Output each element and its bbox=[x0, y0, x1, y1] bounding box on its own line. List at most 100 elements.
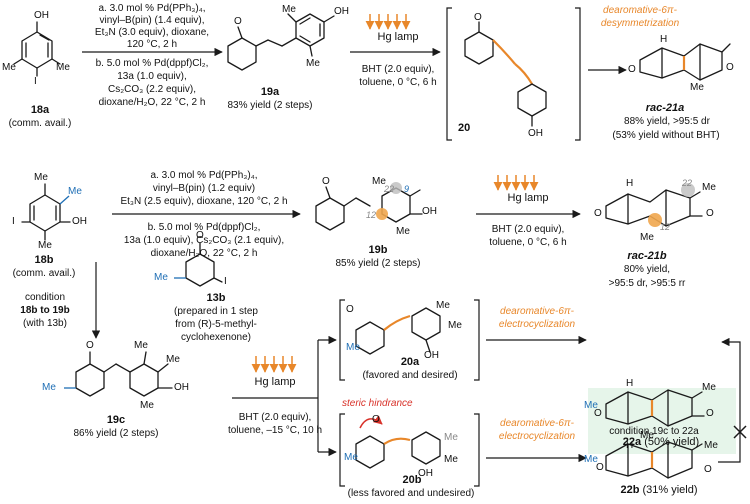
cond-a-line1: a. 3.0 mol % Pd(PPh₃)₄, bbox=[98, 3, 206, 14]
yield-22b: (31% yield) bbox=[642, 484, 698, 496]
o-label-19c: O bbox=[86, 340, 94, 351]
yield-19b: 85% yield (2 steps) bbox=[335, 258, 421, 269]
note-18b: (comm. avail.) bbox=[12, 268, 76, 279]
label-19a: 19a bbox=[260, 86, 280, 98]
num-12-19b: 12 bbox=[366, 210, 377, 220]
h-label-22a: H bbox=[626, 378, 634, 389]
label-19c: 19c bbox=[106, 414, 126, 426]
me-label-22b-blue: Me bbox=[584, 454, 598, 465]
hg-lamp-3: Hg lamp bbox=[254, 376, 296, 388]
oh-label-18b: OH bbox=[72, 216, 87, 227]
i-label-18a: I bbox=[34, 76, 37, 87]
me-label-18b-bottom: Me bbox=[38, 240, 52, 251]
dearomative-note-1-line2: desymmetrization bbox=[600, 18, 680, 29]
yield-21b-line2: >95:5 dr, >95:5 rr bbox=[608, 278, 686, 289]
me-label-19c-bottom: Me bbox=[140, 400, 154, 411]
cond2-a-line2: vinyl–B(pin) (1.2 equiv) bbox=[152, 183, 256, 194]
hg-lamp-1: Hg lamp bbox=[377, 31, 419, 43]
yield-22a: (50% yield) bbox=[644, 436, 700, 448]
me-label-21b-bottom: Me bbox=[640, 232, 654, 243]
yield-19a: 83% yield (2 steps) bbox=[227, 100, 313, 111]
me-label-19c-top1: Me bbox=[134, 340, 148, 351]
h-label-21a: H bbox=[660, 34, 668, 45]
label-21a: rac-21a bbox=[645, 102, 685, 114]
me-label-18a-right: Me bbox=[56, 62, 70, 73]
cond-b-line3: Cs₂CO₃ (2.2 equiv), bbox=[108, 84, 196, 95]
lamp-arrows-2 bbox=[493, 175, 539, 191]
electro-note-b-line1: dearomative-6π- bbox=[500, 418, 574, 429]
electro-note-a-line1: dearomative-6π- bbox=[500, 306, 574, 317]
lamp-cond-3-line2: toluene, –15 °C, 10 h bbox=[227, 425, 323, 436]
note-18a: (comm. avail.) bbox=[8, 118, 72, 129]
cond-a-line2: vinyl–B(pin) (1.4 equiv), bbox=[99, 15, 205, 26]
lamp-cond-2-line2: toluene, 0 °C, 6 h bbox=[489, 237, 567, 248]
me-label-22b-right: Me bbox=[704, 440, 718, 451]
lamp-cond-3-line1: BHT (2.0 equiv), bbox=[238, 412, 312, 423]
label-20a: 20a bbox=[400, 356, 420, 368]
structure-18a bbox=[13, 21, 61, 77]
highlight-box-22a bbox=[588, 388, 736, 454]
steric-hindrance-label: steric hindrance bbox=[342, 398, 413, 409]
num-9-19b: 9 bbox=[404, 184, 410, 194]
me-label-20b-blue: Me bbox=[344, 452, 358, 463]
o-label-21b-left: O bbox=[594, 208, 602, 219]
me-label-19c-blue: Me bbox=[42, 382, 56, 393]
o-label-21b-right: O bbox=[706, 208, 714, 219]
me-label-20a-1: Me bbox=[436, 300, 450, 311]
cond3-line2: 18b to 19b bbox=[20, 305, 70, 316]
oh-label-19b: OH bbox=[422, 206, 437, 217]
o-label-22b-right: O bbox=[704, 464, 712, 475]
i-label-13b: I bbox=[224, 276, 227, 287]
o-label-20a: O bbox=[346, 304, 354, 315]
cond2-b-line1: b. 5.0 mol % Pd(dppf)Cl₂, bbox=[147, 222, 261, 233]
bracket-20a bbox=[339, 299, 480, 381]
me-label-18a-left: Me bbox=[2, 62, 16, 73]
label-22b-wrap: 22b (31% yield) bbox=[604, 484, 714, 497]
o-label-20b: O bbox=[372, 414, 380, 425]
structure-19b bbox=[315, 182, 423, 231]
structure-21a bbox=[639, 43, 731, 81]
structure-21b bbox=[605, 183, 703, 227]
me-label-19a-bottom: Me bbox=[306, 58, 320, 69]
cond3-line1: condition bbox=[24, 292, 66, 303]
lamp-cond-2-line1: BHT (2.0 equiv), bbox=[491, 224, 565, 235]
lamp-arrows-3 bbox=[251, 356, 297, 373]
label-22a: 22a bbox=[622, 436, 642, 448]
structure-19c bbox=[64, 351, 173, 397]
note-13b-line3: cyclohexenone) bbox=[180, 332, 252, 343]
cond2-a-line1: a. 3.0 mol % Pd(PPh₃)₄, bbox=[150, 170, 258, 181]
o-label-19b: O bbox=[322, 176, 330, 187]
structure-13b bbox=[174, 242, 223, 287]
note-20a: (favored and desired) bbox=[362, 370, 458, 381]
structure-18b bbox=[21, 183, 71, 241]
lamp-cond-1-line1: BHT (2.0 equiv), bbox=[361, 64, 435, 75]
note-20b: (less favored and undesired) bbox=[347, 488, 475, 499]
me-label-13b: Me bbox=[154, 272, 168, 283]
oh-label-18a: OH bbox=[34, 10, 49, 21]
o-label-21a-left: O bbox=[628, 64, 636, 75]
me-label-20b-1: Me bbox=[444, 432, 458, 443]
oh-label-20: OH bbox=[528, 128, 543, 139]
note-13b-line1: (prepared in 1 step bbox=[174, 306, 258, 317]
me-label-22b-top: Me bbox=[640, 430, 654, 441]
me-label-22a-1: Me bbox=[702, 382, 716, 393]
lamp-arrows-1 bbox=[365, 14, 411, 30]
structure-19a bbox=[227, 13, 335, 71]
me-label-20a-2: Me bbox=[448, 320, 462, 331]
cond2-b-line3: dioxane/H₂O, 22 °C, 2 h bbox=[150, 248, 258, 259]
me-label-21b-top: Me bbox=[702, 182, 716, 193]
note-13b-line2: from (R)-5-methyl- bbox=[175, 319, 257, 330]
cond-a-line4: 120 °C, 2 h bbox=[126, 39, 178, 50]
oh-label-20b: OH bbox=[418, 468, 433, 479]
label-22a-wrap: 22a (50% yield) bbox=[606, 436, 716, 449]
cross-condition: condition 19c to 22a bbox=[609, 426, 699, 437]
me-label-19c-top2: Me bbox=[166, 354, 180, 365]
o-label-22a-left: O bbox=[594, 408, 602, 419]
me-label-18b-blue: Me bbox=[68, 186, 82, 197]
cond2-b-line2: 13a (1.0 equiv), Cs₂CO₃ (2.1 equiv), bbox=[123, 235, 285, 246]
dearomative-note-1-line1: dearomative-6π- bbox=[603, 5, 677, 16]
o-label-22a-right: O bbox=[706, 408, 714, 419]
num-22-21b: 22 bbox=[682, 178, 693, 188]
me-label-22a-blue: Me bbox=[584, 400, 598, 411]
cond-b-line4: dioxane/H₂O, 22 °C, 2 h bbox=[98, 97, 206, 108]
